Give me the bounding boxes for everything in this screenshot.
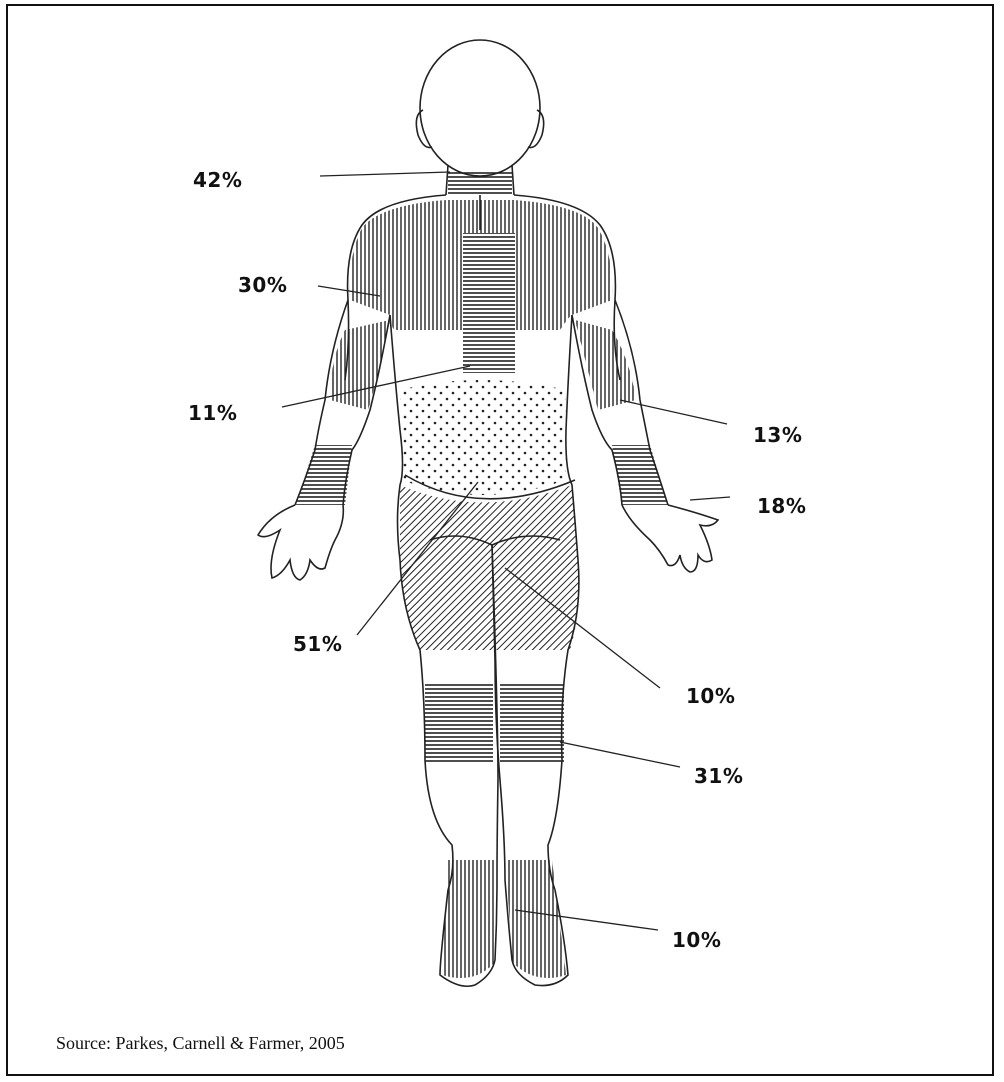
label-wrist-pct: 18% [757, 494, 806, 518]
region-lower-back [400, 380, 566, 495]
pain-regions [296, 172, 668, 978]
source-caption: Source: Parkes, Carnell & Farmer, 2005 [56, 1033, 345, 1054]
label-thighs-pct: 10% [686, 684, 735, 708]
region-upper-back [463, 233, 515, 373]
region-hips-thighs [400, 485, 579, 650]
label-upper-back-pct: 11% [188, 401, 237, 425]
label-neck-pct: 42% [193, 168, 242, 192]
label-elbow-pct: 13% [753, 423, 802, 447]
region-right-knee [500, 682, 564, 762]
label-knees-pct: 31% [694, 764, 743, 788]
region-left-foot [442, 860, 495, 978]
region-neck [448, 172, 512, 194]
region-right-foot [506, 860, 566, 978]
label-shoulders-pct: 30% [238, 273, 287, 297]
region-left-wrist [296, 445, 352, 505]
label-lower-back-pct: 51% [293, 632, 342, 656]
label-feet-pct: 10% [672, 928, 721, 952]
region-left-knee [425, 682, 493, 762]
